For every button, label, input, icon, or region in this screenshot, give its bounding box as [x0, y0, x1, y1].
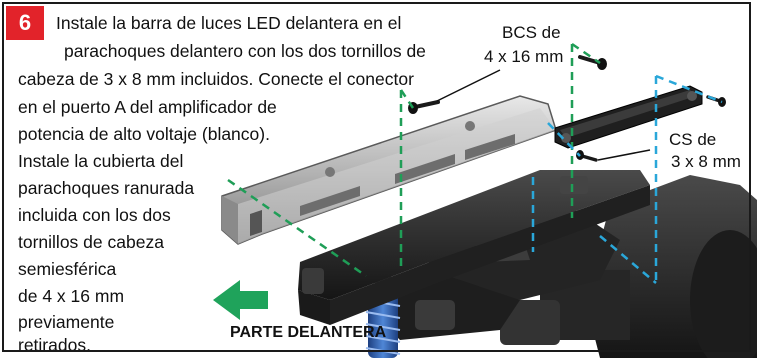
instruction-line-8: incluida con los dos	[18, 205, 171, 225]
instruction-line-3: cabeza de 3 x 8 mm incluidos. Conecte el…	[18, 69, 414, 89]
instruction-line-9: tornillos de cabeza	[18, 232, 164, 252]
step-number-badge: 6	[6, 6, 44, 40]
front-bumper	[298, 170, 650, 325]
instruction-line-2: parachoques delantero con los dos tornil…	[64, 41, 426, 61]
instruction-line-12: previamente	[18, 312, 115, 332]
led-light-bar	[554, 85, 703, 149]
instruction-line-5: potencia de alto voltaje (blanco).	[18, 124, 270, 144]
front-direction-label: PARTE DELANTERA	[230, 324, 387, 341]
bcs-callout-line-1: BCS de	[500, 22, 563, 43]
instruction-line-4: en el puerto A del amplificador de	[18, 97, 277, 117]
instruction-line-1: Instale la barra de luces LED delantera …	[56, 13, 402, 33]
instruction-line-10: semiesférica	[18, 259, 117, 279]
cs-callout-line-2: 3 x 8 mm	[669, 151, 743, 172]
instruction-line-13: retirados.	[18, 335, 91, 355]
bcs-callout-line-2: 4 x 16 mm	[482, 46, 566, 67]
instruction-line-6: Instale la cubierta del	[18, 151, 184, 171]
instruction-line-7: parachoques ranurada	[18, 178, 195, 198]
blue-guide-lines	[531, 74, 723, 284]
callout-leaders	[436, 69, 651, 161]
instruction-line-11: de 4 x 16 mm	[18, 286, 125, 306]
front-direction-arrow	[213, 280, 268, 320]
cs-callout-line-1: CS de	[667, 129, 719, 150]
bumper-cover	[221, 95, 557, 245]
screw-bcs-right	[578, 55, 607, 70]
green-guide-lines	[227, 42, 601, 278]
